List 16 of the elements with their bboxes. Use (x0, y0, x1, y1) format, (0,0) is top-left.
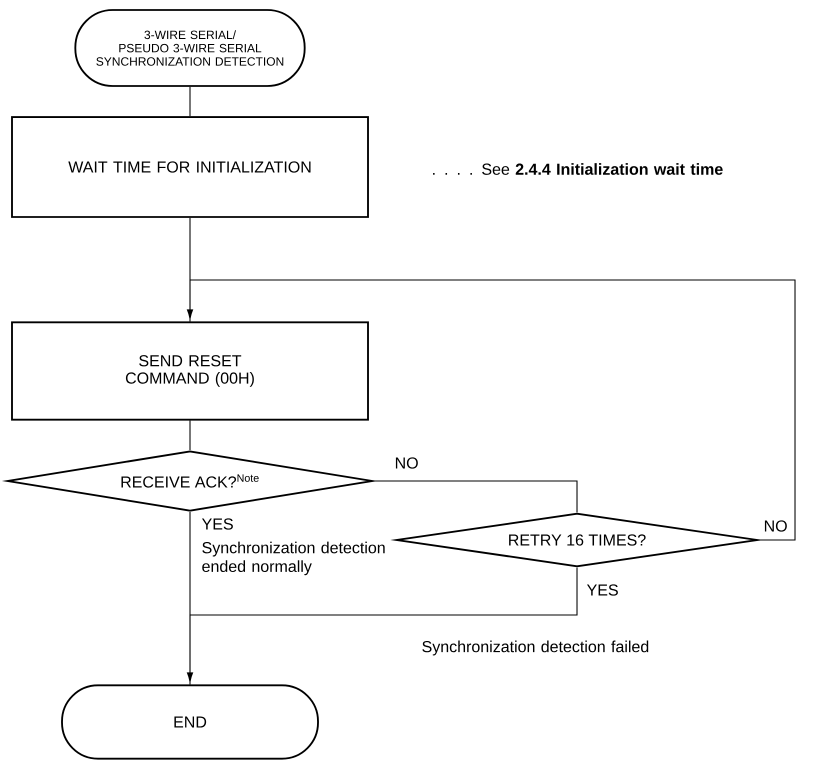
connector-line (189, 420, 191, 450)
connector-line (186, 279, 796, 541)
edge-label: NO (762, 519, 789, 533)
edge-label: YES (200, 517, 235, 531)
edge-label: YES (585, 583, 620, 597)
connector-line (189, 512, 191, 684)
process-box: WAIT TIME FOR INITIALIZATION (11, 116, 369, 218)
annotation-text: . . . . See 2.4.4 Initialization wait time (433, 163, 723, 175)
annotation-text: Synchronization detection ended normally (202, 542, 385, 576)
connector-line (189, 86, 191, 116)
connector-line (186, 568, 578, 682)
connector-line (189, 218, 191, 322)
annotation-text: Synchronization detection failed (422, 640, 648, 656)
process-box: SEND RESET COMMAND (00H) (11, 321, 369, 421)
connector-line (374, 480, 578, 512)
edge-label: NO (393, 456, 420, 470)
